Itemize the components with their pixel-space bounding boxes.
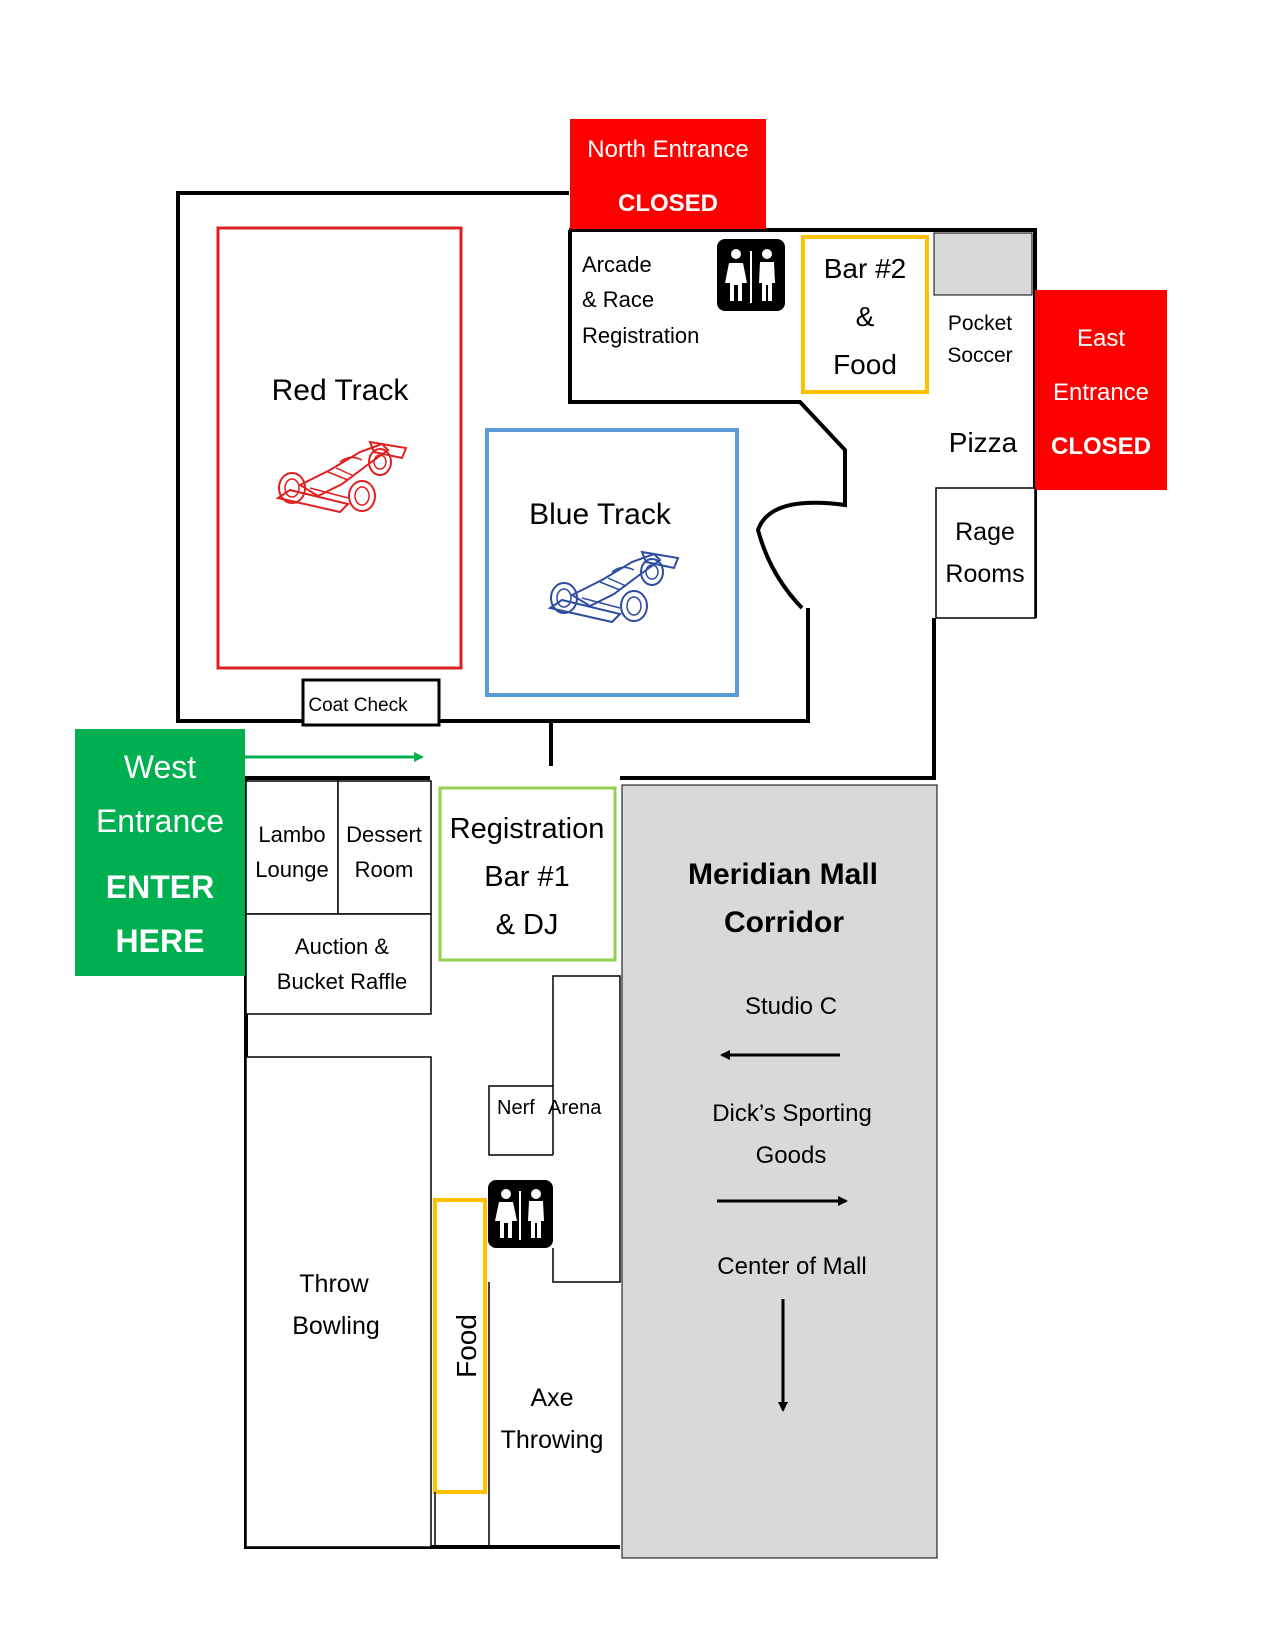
- red-race-car-icon: [277, 441, 407, 513]
- pocket-soccer-label-1: Pocket: [948, 312, 1012, 335]
- coat-check[interactable]: [301, 678, 441, 727]
- arcade-label-2: & Race: [582, 287, 654, 312]
- east-entrance-label-2: Entrance: [1053, 379, 1149, 406]
- bar-2-food[interactable]: [801, 235, 929, 394]
- nerf-label-1: Nerf: [497, 1097, 535, 1119]
- blue-race-car-icon: [549, 551, 679, 623]
- bar-2-label-2: &: [856, 301, 875, 332]
- dicks-label-2: Goods: [756, 1142, 827, 1169]
- throw-bowling-label-1: Throw: [299, 1270, 369, 1298]
- corridor-title-1: Meridian Mall: [688, 858, 878, 891]
- nerf-label-2: Arena: [548, 1097, 602, 1119]
- axe-throwing-label-1: Axe: [530, 1384, 573, 1412]
- pocket-soccer-box: [933, 232, 1033, 296]
- mall-corridor: [621, 784, 938, 1559]
- restroom-icon: [488, 1180, 553, 1248]
- dessert-room-label-1: Dessert: [346, 822, 422, 847]
- arcade-label-1: Arcade: [582, 252, 652, 277]
- west-entrance-label-1: West: [124, 749, 196, 785]
- dessert-room[interactable]: [337, 780, 432, 915]
- east-entrance[interactable]: [1035, 290, 1167, 490]
- nerf-arena[interactable]: [488, 975, 621, 1283]
- registration-bar-1-dj[interactable]: [438, 786, 617, 962]
- east-entrance-label-1: East: [1077, 325, 1125, 352]
- dicks-label-1: Dick’s Sporting: [712, 1100, 872, 1127]
- axe-throwing-label-2: Throwing: [501, 1426, 604, 1454]
- west-entrance[interactable]: [75, 729, 245, 976]
- studio-c-label: Studio C: [745, 993, 837, 1020]
- red-track-label: Red Track: [272, 374, 410, 407]
- corridor-title-2: Corridor: [724, 906, 844, 939]
- north-entrance-status: CLOSED: [618, 190, 718, 217]
- center-of-mall-label: Center of Mall: [717, 1253, 866, 1280]
- west-entrance-cta-1: ENTER: [106, 869, 214, 905]
- registration-label-2: Bar #1: [484, 861, 569, 893]
- restroom-icon: [717, 239, 785, 311]
- food-area[interactable]: [433, 1198, 487, 1494]
- pizza-label: Pizza: [949, 427, 1018, 458]
- lambo-lounge-label-1: Lambo: [258, 822, 325, 847]
- rage-rooms[interactable]: [935, 487, 1036, 619]
- arcade-label-3: Registration: [582, 323, 699, 348]
- registration-label-3: & DJ: [496, 909, 559, 941]
- auction-bucket-raffle[interactable]: [245, 913, 432, 1015]
- auction-label-2: Bucket Raffle: [277, 969, 407, 994]
- north-entrance-label: North Entrance: [587, 136, 748, 163]
- rage-rooms-label-1: Rage: [955, 518, 1015, 546]
- east-entrance-status: CLOSED: [1051, 433, 1151, 460]
- auction-label-1: Auction &: [295, 934, 389, 959]
- west-entrance-label-2: Entrance: [96, 803, 224, 839]
- registration-label-1: Registration: [450, 813, 605, 845]
- throw-bowling-label-2: Bowling: [292, 1312, 380, 1340]
- blue-track-label: Blue Track: [529, 498, 672, 531]
- pocket-soccer-label-2: Soccer: [947, 344, 1012, 367]
- north-entrance[interactable]: [570, 119, 766, 229]
- throw-bowling[interactable]: [245, 1056, 432, 1548]
- rage-rooms-label-2: Rooms: [945, 560, 1024, 588]
- bar-2-label-1: Bar #2: [824, 253, 907, 284]
- food-label: Food: [451, 1314, 482, 1378]
- bar-2-label-3: Food: [833, 349, 897, 380]
- blue-track[interactable]: [485, 428, 739, 697]
- lambo-lounge-label-2: Lounge: [255, 857, 328, 882]
- red-track[interactable]: [216, 226, 463, 670]
- west-entrance-cta-2: HERE: [116, 923, 205, 959]
- dessert-room-label-2: Room: [355, 857, 414, 882]
- lambo-lounge[interactable]: [245, 780, 339, 915]
- coat-check-label: Coat Check: [308, 695, 408, 716]
